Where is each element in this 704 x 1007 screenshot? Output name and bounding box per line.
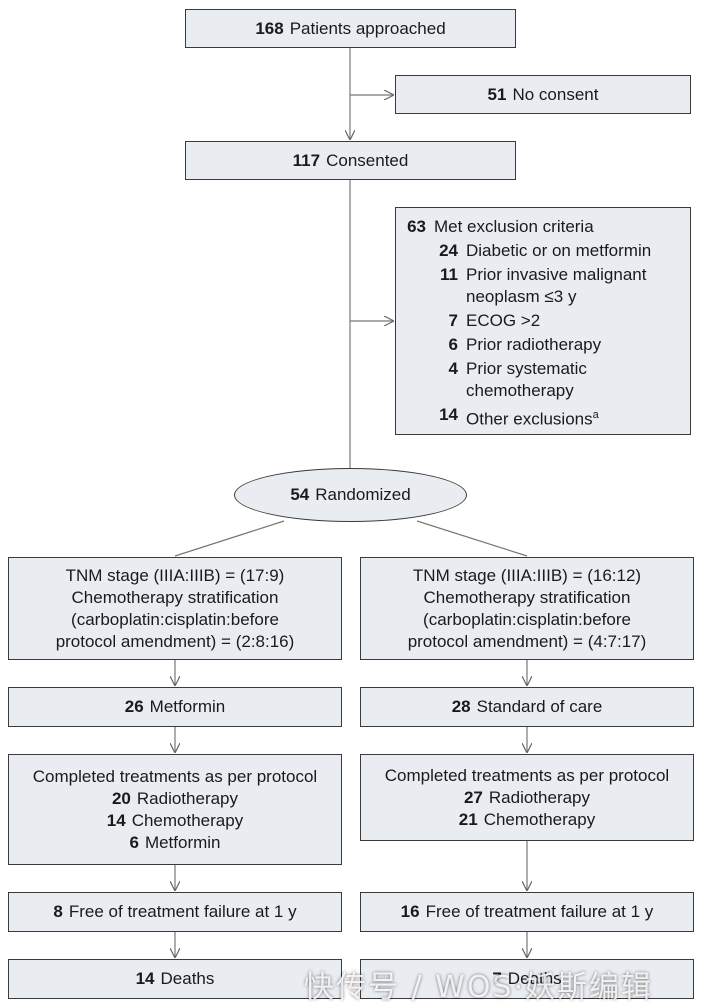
completed-item-label: Radiotherapy bbox=[488, 787, 591, 807]
strat-line: TNM stage (IIIA:IIIB) = (17:9) bbox=[65, 565, 285, 585]
footnote-marker: a bbox=[592, 409, 599, 421]
right-deaths-box: 7 Deaths bbox=[360, 959, 694, 999]
strat-line: protocol amendment) = (4:7:17) bbox=[407, 631, 647, 651]
completed-item-label: Radiotherapy bbox=[136, 788, 239, 808]
left-free-count: 8 bbox=[53, 902, 63, 921]
exclusion-criteria-box: 63 Met exclusion criteria 24 Diabetic or… bbox=[395, 207, 691, 435]
exclusion-item-label: Prior radiotherapy bbox=[466, 335, 602, 354]
randomized-label: Randomized bbox=[315, 485, 411, 504]
exclusion-label: Met exclusion criteria bbox=[434, 217, 594, 236]
left-free-of-failure-box: 8 Free of treatment failure at 1 y bbox=[8, 892, 342, 932]
exclusion-item-count: 4 bbox=[448, 359, 458, 378]
metformin-arm-label: Metformin bbox=[149, 697, 226, 716]
consented-count: 117 bbox=[292, 150, 321, 170]
right-deaths-count: 7 bbox=[492, 969, 502, 988]
exclusion-item-text: Other exclusions bbox=[466, 409, 593, 429]
watermark: 快传号 / WOS·妖斯编辑 bbox=[304, 970, 654, 1005]
no-consent-count: 51 bbox=[487, 84, 507, 104]
right-free-count: 16 bbox=[400, 902, 420, 921]
standard-of-care-arm-box: 28 Standard of care bbox=[360, 687, 694, 727]
left-stratification-box: TNM stage (IIIA:IIIB) = (17:9) Chemother… bbox=[8, 557, 342, 660]
completed-item-label: Chemotherapy bbox=[483, 809, 596, 829]
exclusion-item: 24 Diabetic or on metformin bbox=[396, 240, 690, 262]
standard-arm-count: 28 bbox=[451, 697, 471, 716]
standard-arm-label: Standard of care bbox=[476, 697, 603, 716]
exclusion-item-label: Prior systematic chemotherapy bbox=[466, 359, 587, 400]
strat-line: Chemotherapy stratification bbox=[423, 587, 631, 607]
right-free-label: Free of treatment failure at 1 y bbox=[425, 902, 654, 921]
exclusion-count: 63 bbox=[407, 217, 426, 236]
exclusion-item: 11 Prior invasive malignant neoplasm ≤3 … bbox=[396, 264, 690, 308]
completed-item-count: 6 bbox=[129, 832, 139, 852]
approached-label: Patients approached bbox=[289, 18, 446, 38]
randomized-count: 54 bbox=[290, 485, 310, 504]
consented-label: Consented bbox=[326, 150, 409, 170]
exclusion-header: 63 Met exclusion criteria bbox=[396, 216, 690, 238]
right-deaths-label: Deaths bbox=[507, 969, 562, 988]
consented-box: 117 Consented bbox=[185, 141, 516, 180]
randomized-ellipse: 54 Randomized bbox=[234, 468, 467, 522]
exclusion-item-label: Diabetic or on metformin bbox=[466, 241, 652, 260]
metformin-arm-box: 26 Metformin bbox=[8, 687, 342, 727]
strat-line: (carboplatin:cisplatin:before bbox=[71, 609, 279, 629]
metformin-arm-count: 26 bbox=[124, 697, 144, 716]
completed-title: Completed treatments as per protocol bbox=[384, 765, 670, 785]
exclusion-item-count: 24 bbox=[439, 241, 458, 260]
completed-item-label: Chemotherapy bbox=[131, 810, 244, 830]
exclusion-item-count: 14 bbox=[439, 405, 458, 424]
completed-item-count: 21 bbox=[458, 809, 478, 829]
exclusion-item: 7 ECOG >2 bbox=[396, 310, 690, 332]
strat-line: (carboplatin:cisplatin:before bbox=[423, 609, 631, 629]
completed-title: Completed treatments as per protocol bbox=[32, 766, 318, 786]
line-rand-right bbox=[416, 520, 528, 557]
exclusion-item-label: ECOG >2 bbox=[466, 311, 541, 330]
strat-line: protocol amendment) = (2:8:16) bbox=[55, 631, 295, 651]
approached-count: 168 bbox=[255, 18, 284, 38]
exclusion-item-count: 11 bbox=[440, 265, 458, 284]
left-deaths-box: 14 Deaths bbox=[8, 959, 342, 999]
completed-item-count: 27 bbox=[463, 787, 483, 807]
left-free-label: Free of treatment failure at 1 y bbox=[68, 902, 297, 921]
strat-line: TNM stage (IIIA:IIIB) = (16:12) bbox=[412, 565, 642, 585]
completed-item-count: 14 bbox=[106, 810, 126, 830]
exclusion-item-count: 7 bbox=[448, 311, 458, 330]
exclusion-item: 4 Prior systematic chemotherapy bbox=[396, 358, 690, 402]
left-deaths-count: 14 bbox=[135, 969, 155, 988]
completed-item-count: 20 bbox=[111, 788, 131, 808]
right-free-of-failure-box: 16 Free of treatment failure at 1 y bbox=[360, 892, 694, 932]
strat-line: Chemotherapy stratification bbox=[71, 587, 279, 607]
completed-item-label: Metformin bbox=[144, 832, 221, 852]
exclusion-item-count: 6 bbox=[448, 335, 458, 354]
no-consent-box: 51 No consent bbox=[395, 75, 691, 114]
exclusion-item-label: Prior invasive malignant neoplasm ≤3 y bbox=[466, 265, 647, 306]
right-stratification-box: TNM stage (IIIA:IIIB) = (16:12) Chemothe… bbox=[360, 557, 694, 660]
no-consent-label: No consent bbox=[512, 84, 599, 104]
left-deaths-label: Deaths bbox=[160, 969, 215, 988]
exclusion-item: 14 Other exclusionsa bbox=[396, 404, 690, 431]
exclusion-item-label: Other exclusionsa bbox=[466, 404, 690, 431]
exclusion-item: 6 Prior radiotherapy bbox=[396, 334, 690, 356]
line-rand-left bbox=[174, 520, 285, 557]
patients-approached-box: 168 Patients approached bbox=[185, 9, 516, 48]
